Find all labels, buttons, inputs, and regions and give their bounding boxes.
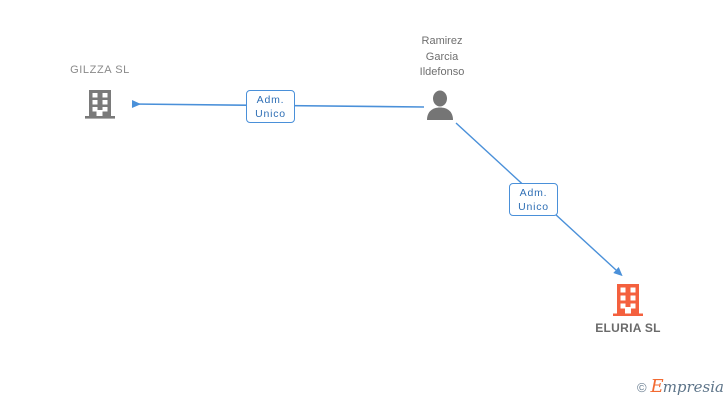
person-name-line-2: Garcia (425, 50, 459, 63)
edge-label-line-2: Unico (518, 201, 549, 213)
edge-label-line-1: Adm. (256, 94, 285, 106)
company-gilzza-label: GILZZA SL (70, 64, 130, 76)
edge-label-adm-unico-gilzza[interactable]: Adm. Unico (246, 90, 295, 123)
brand-initial: E (650, 376, 664, 397)
person-name-line-3: Ildefonso (419, 66, 465, 78)
edge-label-adm-unico-eluria[interactable]: Adm. Unico (509, 183, 558, 216)
edge-label-line-2: Unico (255, 108, 286, 120)
empresia-watermark: © E mpresia (636, 376, 724, 397)
building-icon[interactable] (612, 282, 644, 316)
copyright-icon: © (636, 379, 647, 395)
brand-name: mpresia (662, 377, 724, 396)
edge-label-line-1: Adm. (519, 187, 548, 199)
building-icon[interactable] (84, 88, 116, 120)
person-name-line-1: Ramirez (421, 35, 463, 47)
company-eluria-label: ELURIA SL (595, 321, 661, 335)
person-name-label: Ramirez Garcia Ildefonso (382, 34, 502, 81)
person-icon[interactable] (424, 90, 456, 120)
